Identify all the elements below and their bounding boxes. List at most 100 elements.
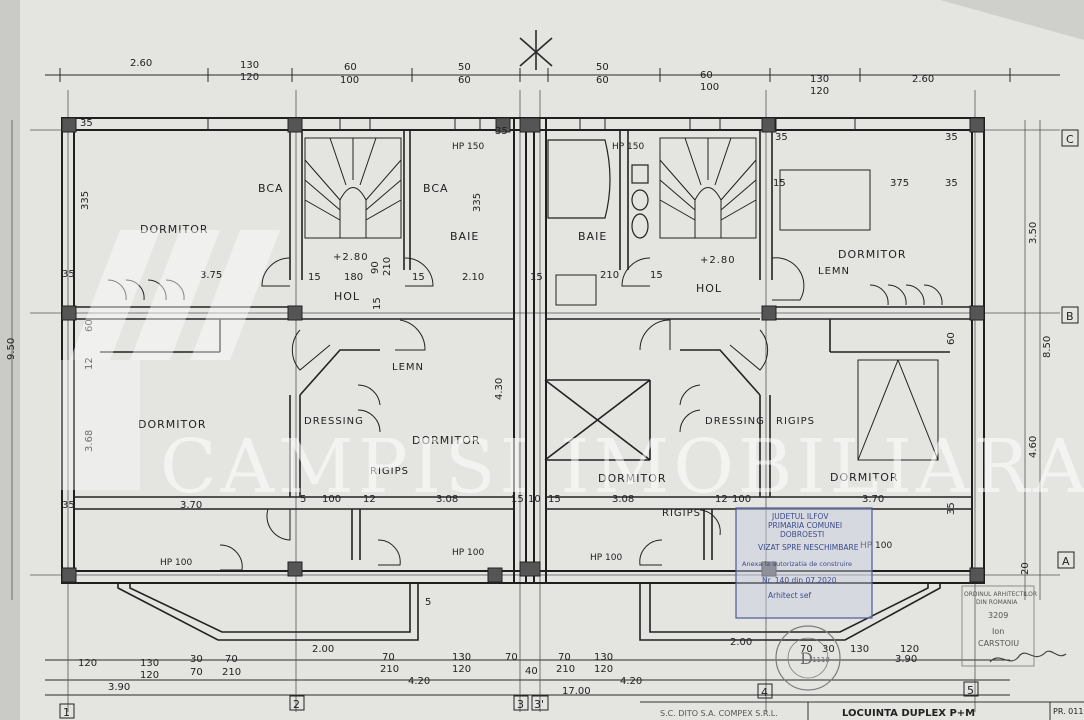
dim-text: 3.50 [1028, 222, 1039, 244]
dim-text: 2.10 [462, 272, 484, 283]
room-label-dormitor-mid-left: DORMITOR [138, 418, 207, 431]
bathtub-icon [547, 139, 611, 219]
dim-text: 375 [890, 178, 909, 189]
stamp-line: DOBROESTI [780, 530, 824, 539]
dim-text: 15 [308, 272, 321, 283]
interior-walls [74, 130, 972, 560]
room-label-hol-right: HOL [696, 282, 722, 295]
svg-text:C: C [1066, 133, 1074, 146]
dim-text: 2.60 [912, 74, 934, 85]
dim-text: 35 [495, 126, 508, 137]
dim-text: 60 [344, 62, 357, 73]
sink-icon [555, 274, 597, 306]
dim-text: 120 [140, 670, 159, 681]
axis-marker-a: A [1057, 551, 1075, 569]
dim-text: 70 [505, 652, 518, 663]
dim-text: 2.60 [130, 58, 152, 69]
dim-text: 20 [1020, 562, 1031, 575]
dim-text: 4.60 [1028, 436, 1039, 458]
bed-bottom-right-icon [857, 359, 939, 461]
dim-text: 3.70 [862, 494, 884, 505]
room-label-baie-right: BAIE [578, 230, 607, 243]
dim-text: 3.75 [200, 270, 222, 281]
room-label-dormitor-mid-center: DORMITOR [412, 434, 481, 447]
dim-text: 100 [340, 75, 359, 86]
axis-markers: C B A 1 2 3 3' 4 [59, 129, 1079, 719]
dim-text: 35 [945, 178, 958, 189]
window-labels: HP 150 HP 150 HP 100 HP 100 HP 100 HP 10… [160, 142, 893, 568]
dim-text: 130 [850, 644, 869, 655]
dim-text: 15 [412, 272, 425, 283]
axis-marker-1: 1 [59, 703, 75, 719]
top-dimensions: 2.60 130 120 60 100 50 60 50 60 60 100 1… [130, 58, 934, 97]
dim-text: 40 [525, 666, 538, 677]
room-label-dormitor-bottom-center: DORMITOR [598, 472, 667, 485]
dim-text: 130 [140, 658, 159, 669]
dim-text: 100 [732, 494, 751, 505]
dim-text: 70 [190, 667, 203, 678]
architect-stamp: ORDINUL ARHITECTILOR DIN ROMANIA 3209 Io… [961, 585, 1037, 667]
dim-text: 70 [800, 644, 813, 655]
svg-text:4: 4 [761, 686, 768, 699]
north-arrow-icon [519, 30, 553, 70]
dim-text: 15 [530, 272, 543, 283]
dim-text: 120 [900, 644, 919, 655]
title-block: S.C. DITO S.A. COMPEX S.R.L. LOCUINTA DU… [640, 701, 1084, 720]
handwritten-signature [989, 650, 1067, 663]
room-label-bca-right: BCA [423, 182, 449, 195]
dim-text: 12 [84, 357, 95, 370]
dim-text: 5 [425, 597, 431, 608]
material-label-rigips-right: RIGIPS [776, 416, 815, 427]
axis-marker-3: 3 [513, 695, 529, 711]
bay-window-left [117, 583, 419, 641]
dim-text: 210 [600, 270, 619, 281]
dim-text: 10 [528, 494, 541, 505]
svg-text:1: 1 [63, 706, 70, 719]
level-mark-right: +2.80 [700, 255, 736, 266]
room-label-dormitor-top-right: DORMITOR [838, 248, 907, 261]
dim-text: 4.20 [408, 676, 430, 687]
level-mark-left: +2.80 [333, 252, 369, 263]
dim-text: 335 [472, 193, 483, 212]
axis-marker-2: 2 [289, 695, 305, 711]
axis-marker-4: 4 [757, 683, 773, 699]
staircase-right [659, 137, 757, 239]
bed-top-right-icon [779, 169, 871, 231]
svg-text:ORDINUL ARHITECTILOR: ORDINUL ARHITECTILOR [964, 591, 1037, 598]
room-label-dormitor-bottom-right: DORMITOR [830, 471, 899, 484]
dim-text: 15 [548, 494, 561, 505]
room-label-dressing-left: DRESSING [304, 416, 364, 427]
dim-text: 90 [370, 261, 381, 274]
dim-text: 2.00 [730, 637, 752, 648]
dim-text: 15 [650, 270, 663, 281]
project-title: LOCUINTA DUPLEX P+M [842, 708, 975, 719]
dim-text: 3.68 [84, 430, 95, 452]
dim-text: 120 [240, 72, 259, 83]
dim-text: 210 [380, 664, 399, 675]
svg-text:3209: 3209 [988, 611, 1008, 620]
dim-text: 17.00 [562, 686, 591, 697]
dim-text: 9.50 [6, 338, 17, 360]
svg-text:DIN ROMANIA: DIN ROMANIA [976, 599, 1018, 606]
svg-text:1110: 1110 [812, 656, 830, 664]
dim-text: 8.50 [1042, 336, 1053, 358]
dim-text: 3.90 [108, 682, 130, 693]
window-label-hp150-left: HP 150 [452, 142, 485, 152]
watermark-logo [60, 230, 280, 490]
dim-text: 4.20 [620, 676, 642, 687]
firm-name: S.C. DITO S.A. COMPEX S.R.L. [660, 709, 778, 718]
dim-text: 35 [80, 118, 93, 129]
svg-text:Ion: Ion [992, 627, 1004, 636]
dim-text: 12 [715, 494, 728, 505]
room-label-hol-left: HOL [334, 290, 360, 303]
party-wall [513, 118, 547, 583]
dim-text: 120 [78, 658, 97, 669]
stamp-line: Anexa la autorizatia de construire [742, 560, 852, 568]
room-label-baie-left: BAIE [450, 230, 479, 243]
dim-text: 35 [62, 269, 75, 280]
svg-text:3': 3' [534, 698, 544, 711]
dim-text: 3.08 [612, 494, 634, 505]
room-label-dormitor-top-left: DORMITOR [140, 223, 209, 236]
dim-text: 70 [225, 654, 238, 665]
